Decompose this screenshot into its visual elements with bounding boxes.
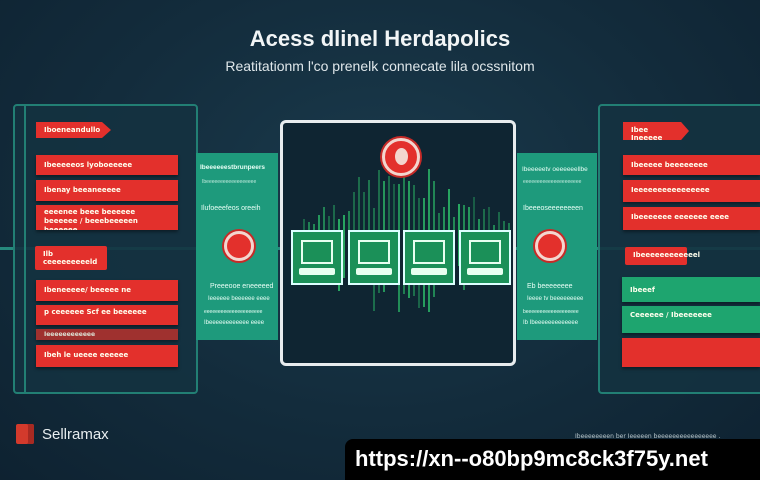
left-bar-5[interactable]: p ceeeeee Scf ee beeeeee [36, 305, 178, 325]
right-info-line-1: Eb beeeeeeee [527, 283, 573, 290]
brand-name: Sellramax [42, 426, 109, 443]
code-stream [403, 154, 405, 294]
right-bar-3[interactable]: Ibeeeeeee eeeeeee eeee [623, 207, 760, 230]
left-info-line-3: eeeeeeeeeeeeeeeeeeeee [204, 309, 263, 315]
left-bar-4[interactable]: Ibeneeeee/ beeeee ne [36, 280, 178, 301]
left-info-label: Ilufoeeefeos oreeih [201, 205, 261, 212]
brand-logo-icon [16, 424, 34, 444]
right-bar-2[interactable]: Ieeeeeeeeeeeeeeee [623, 180, 760, 202]
shield-badge-icon [382, 138, 420, 176]
code-stream [343, 214, 345, 278]
page-title: Acess dlinel Herdapolics [249, 26, 511, 51]
computer-node-1-icon[interactable] [291, 230, 343, 285]
computer-node-2-icon[interactable] [348, 230, 400, 285]
central-network-frame [280, 120, 516, 366]
computer-node-3-icon[interactable] [403, 230, 455, 285]
left-info-line-2: Ieeeeee beeeeee eeee [208, 296, 270, 302]
left-bar-2[interactable]: Ibenay beeaneeeee [36, 180, 178, 201]
right-info-heading: Ibeeeeetv oeeeeeellbe [522, 166, 588, 173]
left-panel-rail [24, 106, 26, 394]
right-green-bar-2[interactable]: Ceeeeee / Ibeeeeeee [622, 306, 760, 333]
right-info-line-4: Ib Ibeeeeeeeeeeeee [523, 320, 579, 326]
right-tag-2[interactable]: Ibeeeeeeeeeeeel [625, 247, 700, 265]
left-bar-3[interactable]: eeeenee beee beeeeee beeeeee / beeebeeee… [36, 205, 178, 230]
right-lock-seal-icon [535, 231, 565, 261]
url-banner[interactable]: https://xn--o80bp9mc8ck3f75y.net [345, 439, 760, 480]
left-info-heading: Ibeeeeeestbrunpeers [200, 164, 266, 171]
left-info-line-1: Preeeooe eneeeeed [210, 283, 274, 290]
right-green-bar-1[interactable]: Ibeeef [622, 277, 760, 302]
code-stream [388, 175, 390, 281]
right-info-label: Ibeeeoseeeeeeeen [523, 205, 583, 212]
right-info-card: Ibeeeeetv oeeeeeellbe eeeeeeeeeeeeeeeeee… [517, 153, 597, 340]
right-info-line-3: beeeeeeeeeeeeeeeeeee [523, 309, 579, 315]
right-tag-1[interactable]: Ibee Ineeeee [623, 122, 689, 140]
left-tag-2[interactable]: Ilb ceeeeeeeeeld [35, 246, 107, 270]
left-info-line-4: Ibeeeeeeeeeeee eeee [204, 320, 265, 326]
left-info-card: Ibeeeeeestbrunpeers Ibeeeeeeeeeeeeeeeeee… [196, 153, 278, 340]
computer-node-4-icon[interactable] [459, 230, 511, 285]
left-bar-1[interactable]: Ibeeeeeos lyoboeeeee [36, 155, 178, 175]
left-lock-seal-icon [224, 231, 254, 261]
page-subtitle: Reatitationm l'co prenelk connecate lila… [225, 58, 535, 74]
right-info-line-2: Ieeee tv beeeeeeeee [527, 296, 584, 302]
left-tag-1[interactable]: Iboeneandullo [36, 122, 111, 138]
footer-text: Ibeeeeeeeen ber Ieeeeen beeeeeeeeeeeeeee… [575, 433, 721, 440]
right-bar-4[interactable] [622, 338, 760, 367]
right-bar-1[interactable]: Ibeeeee beeeeeeee [623, 155, 760, 175]
left-bar-7[interactable]: Ibeh le ueeee eeeeee [36, 345, 178, 367]
left-info-sub: Ibeeeeeeeeeeeeeeeeee [202, 179, 257, 185]
left-bar-6[interactable]: Ieeeeeeeeeeee [36, 329, 178, 340]
right-info-sub: eeeeeeeeeeeeeeeeeeeee [523, 179, 582, 185]
